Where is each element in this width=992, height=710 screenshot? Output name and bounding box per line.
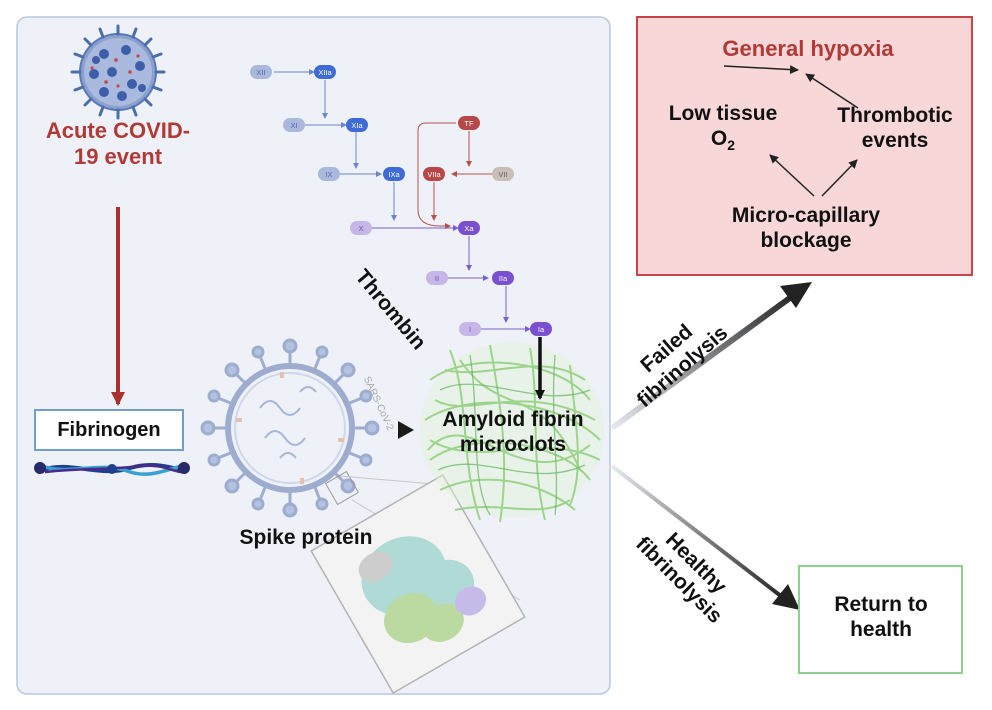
tissue-factor-node: TF bbox=[458, 116, 480, 130]
fibrinogen-label: Fibrinogen bbox=[57, 418, 161, 441]
fibrinogen-to-microclots-arrowhead bbox=[398, 421, 414, 439]
coronavirus-icon bbox=[70, 24, 166, 120]
low-tissue-text: Low tissue bbox=[668, 102, 778, 125]
factor-xii-node: XII bbox=[250, 65, 272, 79]
factor-ix-node: IX bbox=[318, 167, 340, 181]
o2-symbol: O bbox=[710, 126, 728, 150]
factor-xi-node: XI bbox=[283, 118, 305, 132]
amyloid-microclots-label: Amyloid fibrin microclots bbox=[442, 408, 584, 456]
factor-ixa-node: IXa bbox=[383, 167, 405, 181]
micro-capillary-text: Micro-capillary blockage bbox=[731, 204, 881, 252]
factor-x-node: X bbox=[350, 221, 372, 235]
fibrin-clot-icon bbox=[420, 342, 604, 523]
healthy-fibrinolysis-arrow bbox=[610, 464, 788, 602]
extrinsic-pathway-arrows bbox=[417, 122, 492, 229]
zoom-indicator bbox=[324, 470, 360, 506]
micro-capillary-label: Micro-capillary blockage bbox=[706, 204, 906, 254]
factor-ia-node: Ia bbox=[530, 322, 552, 336]
acute-covid-text: Acute COVID-19 event bbox=[45, 118, 191, 169]
spike-protein-label: Spike protein bbox=[239, 526, 373, 549]
coagulation-cascade-arrows bbox=[274, 69, 397, 221]
hypoxia-box-arrows bbox=[723, 65, 859, 197]
return-to-health-box bbox=[798, 565, 963, 674]
factor-xiia-node: XIIa bbox=[314, 65, 336, 79]
return-to-health-label: Return to health bbox=[834, 593, 928, 641]
spike-protein-structure bbox=[310, 473, 526, 695]
common-pathway-arrows bbox=[372, 225, 531, 332]
fibrinogen-box: Fibrinogen bbox=[34, 409, 184, 451]
factor-vii-node: VII bbox=[492, 167, 514, 181]
acute-covid-label: Acute COVID-19 event bbox=[42, 118, 194, 170]
sars-cov-2-virus-icon bbox=[200, 338, 380, 518]
hypoxia-box bbox=[636, 16, 973, 276]
factor-xia-node: XIa bbox=[346, 118, 368, 132]
o2-subscript: 2 bbox=[727, 136, 736, 153]
thrombotic-events-label: Thrombotic events bbox=[820, 104, 970, 154]
failed-fibrinolysis-arrowhead bbox=[780, 282, 812, 308]
general-hypoxia-label: General hypoxia bbox=[722, 36, 894, 61]
thrombotic-events-text: Thrombotic events bbox=[837, 104, 953, 152]
factor-ii-node: II bbox=[426, 271, 448, 285]
fibrinogen-molecule-icon bbox=[34, 462, 190, 476]
healthy-fibrinolysis-arrowhead bbox=[772, 584, 800, 610]
low-tissue-o2-label: Low tissue O2 bbox=[648, 102, 798, 153]
failed-fibrinolysis-arrow bbox=[610, 289, 800, 431]
factor-viia-node: VIIa bbox=[423, 167, 445, 181]
factor-iia-node: IIa bbox=[492, 271, 514, 285]
factor-i-node: I bbox=[459, 322, 481, 336]
factor-xa-node: Xa bbox=[458, 221, 480, 235]
fibrin-clot-strands bbox=[437, 354, 591, 516]
